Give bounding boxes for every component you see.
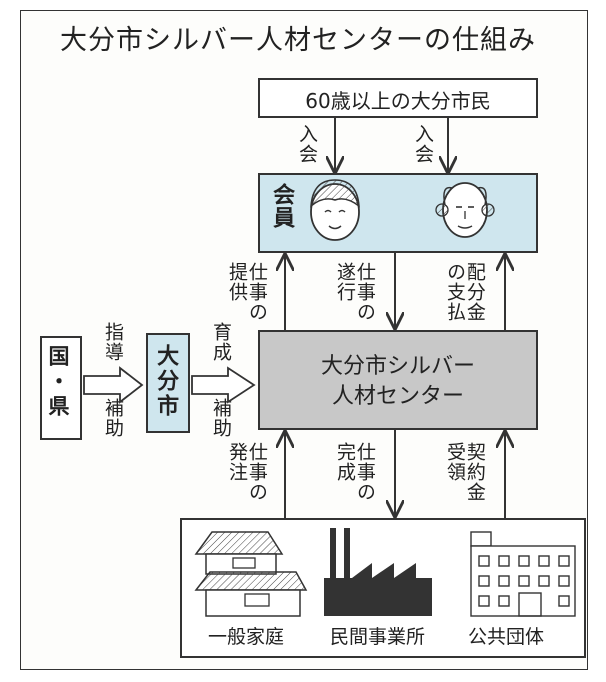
city-label: 大分市 — [153, 344, 179, 419]
citizens-label: 60歳以上の大分市民 — [305, 89, 491, 113]
government-label: 国・県 — [46, 345, 71, 420]
members-label: 会員 — [269, 183, 295, 229]
member-face-man-icon — [435, 182, 495, 238]
work-provide-label: 仕事の提供 — [225, 262, 268, 322]
payout-label: 配分金の支払 — [443, 262, 486, 322]
citizens-box — [258, 78, 538, 118]
factory-icon — [324, 528, 432, 616]
completion-label: 仕事の完成 — [333, 442, 376, 502]
client-private-label: 民間事業所 — [330, 626, 426, 648]
client-household-label: 一般家庭 — [208, 626, 285, 648]
join-label-right: 入会 — [411, 124, 434, 164]
order-label: 仕事の発注 — [225, 442, 268, 502]
guidance-label: 指導 — [101, 322, 124, 362]
government-box — [40, 336, 82, 440]
join-label-left: 入会 — [295, 124, 318, 164]
diagram-title: 大分市シルバー人材センターの仕組み — [60, 25, 536, 56]
city-box — [146, 333, 190, 433]
support-label-left: 補助 — [101, 398, 124, 438]
nurture-label: 育成 — [209, 322, 232, 362]
work-execute-label: 仕事の遂行 — [333, 262, 376, 322]
public-building-icon — [470, 531, 576, 617]
contract-fee-label: 契約金受領 — [443, 442, 486, 502]
arrow-gov-to-city — [83, 366, 144, 404]
members-box — [258, 173, 538, 253]
center-label: 大分市シルバー 人材センター — [320, 354, 475, 409]
arrow-city-to-center — [191, 366, 256, 404]
support-label-right: 補助 — [209, 398, 232, 438]
member-face-woman-icon — [310, 179, 360, 241]
center-box — [258, 330, 538, 430]
client-public-label: 公共団体 — [468, 626, 545, 648]
household-icon — [194, 531, 308, 617]
